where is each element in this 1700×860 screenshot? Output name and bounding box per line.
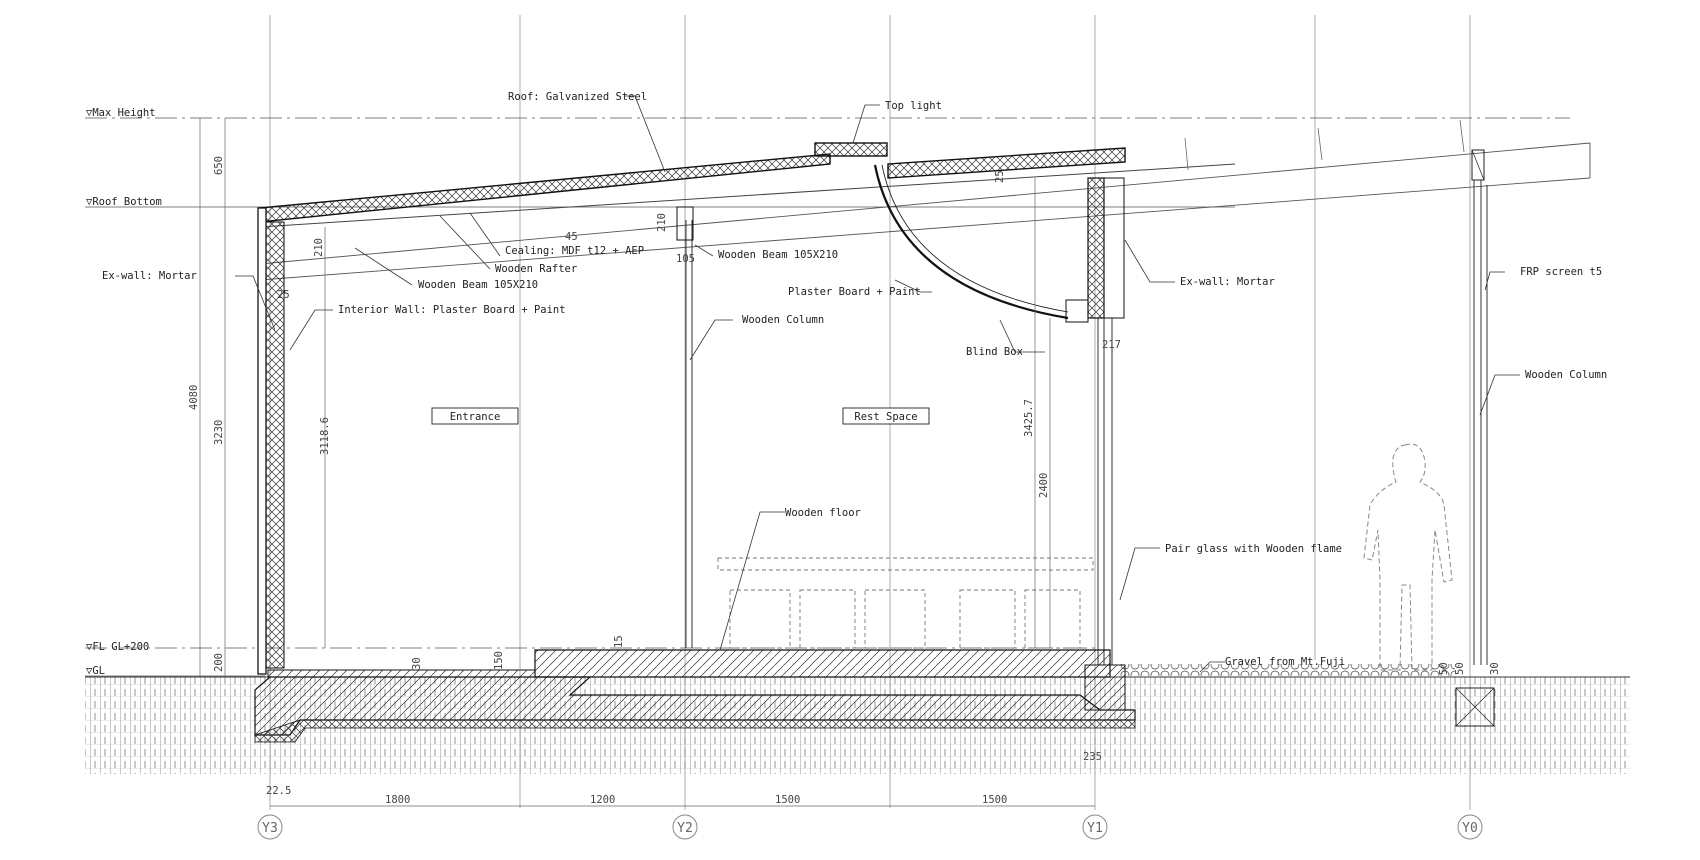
- level-max-height: ▽Max Height: [86, 107, 156, 119]
- dim-105: 105: [676, 253, 695, 265]
- dim-25-right: 25: [994, 170, 1006, 183]
- label-glass: Pair glass with Wooden flame: [1165, 543, 1342, 555]
- label-exwall-right: Ex-wall: Mortar: [1180, 276, 1275, 288]
- level-lines: [85, 117, 1570, 677]
- dim-217: 217: [1102, 339, 1121, 351]
- dimension-labels: 4080 650 3230 200 3118.6 210 210 45 105 …: [188, 156, 1501, 806]
- label-top-light: Top light: [885, 100, 942, 112]
- axis-y0: Y0: [1462, 821, 1478, 836]
- human-figure: [1363, 443, 1453, 671]
- dim-22-5: 22.5: [266, 785, 291, 797]
- annotations: Roof: Galvanized Steel Top light Cealing…: [102, 91, 1607, 668]
- dim-2400: 2400: [1038, 473, 1050, 498]
- label-floor: Wooden floor: [785, 507, 861, 519]
- dim-150: 150: [493, 651, 505, 670]
- label-beam-left: Wooden Beam 105X210: [418, 279, 538, 291]
- room-rest-space: Rest Space: [854, 411, 917, 423]
- span-1500-b: 1500: [982, 794, 1007, 806]
- label-column-mid: Wooden Column: [742, 314, 824, 326]
- dim-15: 15: [613, 635, 625, 648]
- dim-30: 30: [411, 657, 423, 670]
- room-entrance: Entrance: [450, 411, 501, 423]
- label-column-right: Wooden Column: [1525, 369, 1607, 381]
- span-1200: 1200: [590, 794, 615, 806]
- axis-y1: Y1: [1087, 821, 1103, 836]
- label-ceiling: Cealing: MDF t12 + AEP: [505, 245, 644, 257]
- dim-50-b: 50: [1454, 662, 1466, 675]
- label-frp: FRP screen t5: [1520, 266, 1602, 278]
- dim-3425: 3425.7: [1023, 399, 1035, 437]
- axis-bubbles: Y3 Y2 Y1 Y0: [257, 814, 1483, 840]
- level-fl: ▽FL GL+200: [86, 641, 149, 653]
- level-roof-bottom: ▽Roof Bottom: [86, 196, 162, 208]
- left-wall: [257, 207, 285, 675]
- level-labels: ▽Max Height ▽Roof Bottom ▽FL GL+200 ▽GL: [86, 107, 162, 677]
- toplight-curve: [873, 164, 1069, 320]
- dim-3230: 3230: [213, 420, 225, 445]
- label-blind-box: Blind Box: [966, 346, 1023, 358]
- dim-235: 235: [1083, 751, 1102, 763]
- dim-3118: 3118.6: [319, 417, 331, 455]
- dim-200: 200: [213, 653, 225, 672]
- dim-30-b: 30: [1489, 662, 1501, 675]
- dim-45: 45: [565, 231, 578, 243]
- roof: [259, 119, 1591, 281]
- mid-column: [676, 206, 694, 648]
- dim-25-left: 25: [277, 289, 290, 301]
- axis-y2: Y2: [677, 821, 693, 836]
- dim-650: 650: [213, 156, 225, 175]
- dimension-lines: [199, 118, 1095, 807]
- furniture: [717, 557, 1094, 649]
- label-roof: Roof: Galvanized Steel: [508, 91, 647, 103]
- span-1500-a: 1500: [775, 794, 800, 806]
- dim-210-mid: 210: [656, 213, 668, 232]
- span-1800: 1800: [385, 794, 410, 806]
- label-interior-wall: Interior Wall: Plaster Board + Paint: [338, 304, 566, 316]
- label-gravel: Gravel from Mt.Fuji: [1225, 656, 1345, 668]
- label-exwall-left: Ex-wall: Mortar: [102, 270, 197, 282]
- label-plaster: Plaster Board + Paint: [788, 286, 921, 298]
- dim-50-a: 50: [1438, 662, 1450, 675]
- right-column: [1455, 180, 1495, 727]
- axis-y3: Y3: [262, 821, 278, 836]
- floor-slab: [254, 649, 1136, 743]
- label-rafter: Wooden Rafter: [495, 263, 577, 275]
- room-tags: Entrance Rest Space: [431, 407, 930, 425]
- leader-lines: [235, 95, 1520, 673]
- dim-210-left: 210: [313, 238, 325, 257]
- dim-4080: 4080: [188, 385, 200, 410]
- level-gl: ▽GL: [86, 665, 105, 677]
- label-beam-mid: Wooden Beam 105X210: [718, 249, 838, 261]
- right-wall: [1065, 177, 1125, 665]
